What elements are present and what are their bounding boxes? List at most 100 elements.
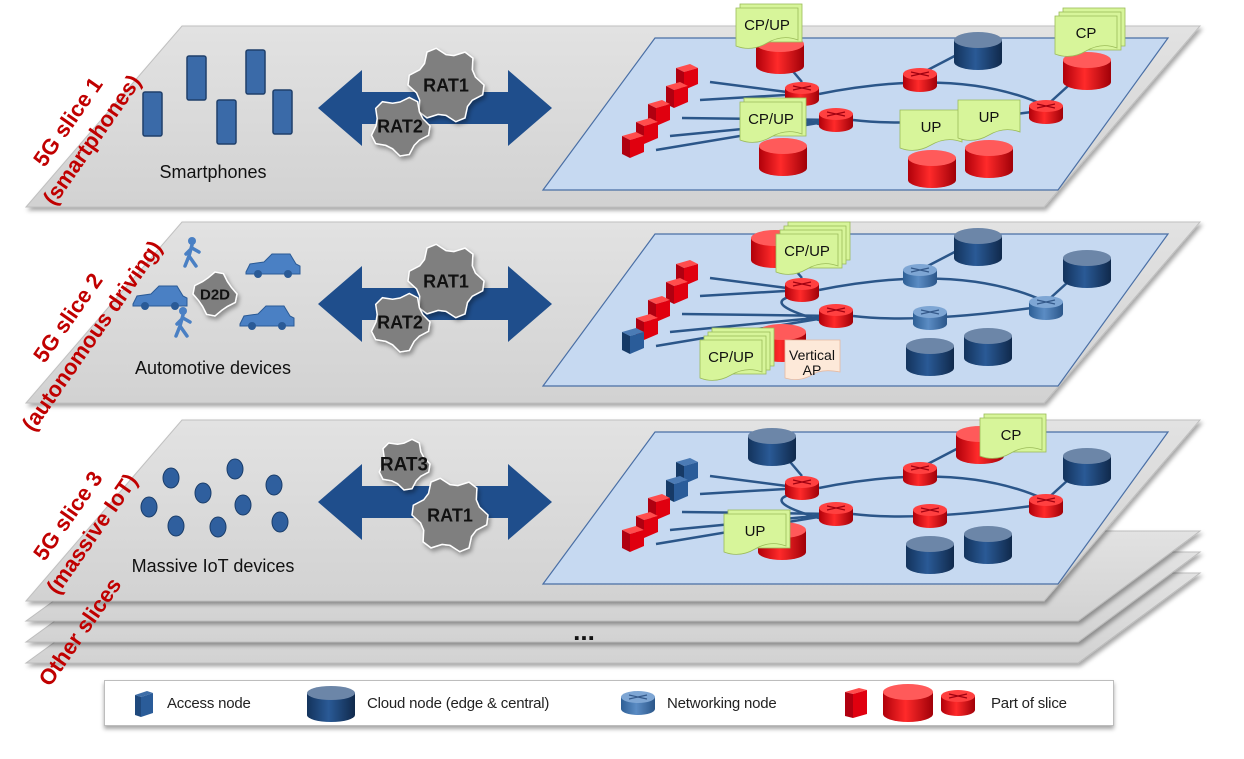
network-function-label: CP/UP bbox=[744, 17, 790, 34]
smartphone-icon bbox=[142, 91, 163, 137]
cloud-node-in-slice bbox=[965, 140, 1013, 178]
access-node-in-slice bbox=[648, 100, 670, 126]
networking-node-icon bbox=[621, 691, 655, 715]
legend-cloud-node: Cloud node (edge & central) bbox=[305, 681, 549, 725]
access-node-in-slice bbox=[666, 82, 688, 108]
cloud-node bbox=[1063, 448, 1111, 486]
cloud-node bbox=[906, 338, 954, 376]
cloud-node-in-slice bbox=[759, 138, 807, 176]
legend-networking-node: Networking node bbox=[619, 681, 777, 725]
legend: Access node Cloud node (edge & central) … bbox=[104, 680, 1114, 726]
rat-label: RAT3 bbox=[380, 455, 428, 476]
smartphone-icon bbox=[245, 49, 266, 95]
rat2-gear-icon: RAT2 bbox=[370, 96, 431, 157]
car-icon bbox=[239, 305, 295, 330]
cloud-node-in-slice bbox=[1063, 52, 1111, 90]
iot-device-icon bbox=[265, 474, 283, 496]
iot-device-icon bbox=[167, 515, 185, 537]
networking-node bbox=[1029, 296, 1063, 320]
networking-node bbox=[913, 306, 947, 330]
rat1-gear-icon: RAT1 bbox=[407, 47, 485, 123]
d2d-gear-icon: D2D bbox=[192, 271, 238, 317]
smartphone-icon bbox=[186, 55, 207, 101]
legend-part-of-slice: Part of slice bbox=[841, 681, 1067, 725]
access-node bbox=[666, 476, 688, 502]
cloud-node bbox=[1063, 250, 1111, 288]
network-function-label: UP bbox=[745, 523, 766, 540]
core-network-plane-3: UP CP bbox=[541, 413, 1170, 585]
networking-node bbox=[903, 462, 937, 486]
cp-function: CP bbox=[979, 413, 1047, 459]
networking-node bbox=[819, 108, 853, 132]
iot-device-icon bbox=[234, 494, 252, 516]
part-of-slice-icons bbox=[845, 684, 975, 722]
legend-cloud-node-label: Cloud node (edge & central) bbox=[367, 694, 550, 712]
rat-label: D2D bbox=[200, 286, 230, 303]
iot-device-icon bbox=[226, 458, 244, 480]
network-function-label: CP bbox=[1076, 25, 1097, 42]
device-label-2: Automotive devices bbox=[135, 358, 291, 378]
devices-smartphone bbox=[142, 49, 293, 145]
networking-node bbox=[785, 476, 819, 500]
rat-label: RAT1 bbox=[423, 75, 469, 95]
devices-car-pedestrian bbox=[132, 237, 301, 338]
networking-node bbox=[903, 68, 937, 92]
cp-up-function: CP/UP bbox=[739, 97, 807, 143]
cloud-node bbox=[954, 228, 1002, 266]
network-function-label: CP bbox=[1001, 427, 1022, 444]
networking-node bbox=[819, 304, 853, 328]
access-node-in-slice bbox=[666, 278, 688, 304]
vertical-ap-label-line2: AP bbox=[803, 362, 822, 378]
legend-part-of-slice-label: Part of slice bbox=[991, 694, 1067, 712]
network-function-label: CP/UP bbox=[748, 111, 794, 128]
pedestrian-icon bbox=[174, 307, 192, 338]
cp-up-function: CP/UP bbox=[775, 221, 851, 275]
cloud-node-icon bbox=[307, 686, 355, 722]
rat-label: RAT2 bbox=[377, 312, 423, 332]
car-icon bbox=[245, 253, 301, 278]
rat3-gear-icon: RAT3 bbox=[378, 438, 431, 491]
iot-device-icon bbox=[209, 516, 227, 538]
rat-label: RAT2 bbox=[377, 116, 423, 136]
red-access-node-icon bbox=[845, 688, 867, 718]
access-node-in-slice bbox=[622, 526, 644, 552]
legend-networking-node-label: Networking node bbox=[667, 694, 777, 712]
legend-access-node: Access node bbox=[131, 681, 251, 725]
cp-up-function: CP/UP bbox=[699, 327, 775, 381]
device-label-1: Smartphones bbox=[159, 162, 266, 182]
cloud-node bbox=[964, 328, 1012, 366]
networking-node bbox=[903, 264, 937, 288]
pedestrian-icon bbox=[183, 237, 201, 268]
network-function-label: CP/UP bbox=[784, 243, 830, 260]
access-node bbox=[622, 328, 644, 354]
iot-device-icon bbox=[271, 511, 289, 533]
cloud-node-in-slice bbox=[908, 150, 956, 188]
networking-node bbox=[785, 278, 819, 302]
cp-function: CP bbox=[1054, 7, 1126, 57]
cloud-node bbox=[748, 428, 796, 466]
up-function: UP bbox=[957, 99, 1021, 141]
more-slices-ellipsis: ... bbox=[573, 616, 595, 646]
smartphone-icon bbox=[216, 99, 237, 145]
networking-node bbox=[1029, 494, 1063, 518]
cloud-node bbox=[954, 32, 1002, 70]
device-label-3: Massive IoT devices bbox=[132, 556, 295, 576]
access-node-in-slice bbox=[622, 132, 644, 158]
iot-device-icon bbox=[194, 482, 212, 504]
rat2-gear-icon: RAT2 bbox=[370, 292, 431, 353]
networking-node bbox=[913, 504, 947, 528]
iot-device-icon bbox=[140, 496, 158, 518]
rat1-gear-icon: RAT1 bbox=[411, 477, 489, 553]
rat1-gear-icon: RAT1 bbox=[407, 243, 485, 319]
access-node-icon bbox=[135, 691, 153, 717]
networking-node bbox=[1029, 100, 1063, 124]
rat-label: RAT1 bbox=[427, 505, 473, 525]
network-function-label: CP/UP bbox=[708, 349, 754, 366]
up-function: UP bbox=[723, 509, 791, 555]
devices-iot-sensor bbox=[140, 458, 289, 538]
